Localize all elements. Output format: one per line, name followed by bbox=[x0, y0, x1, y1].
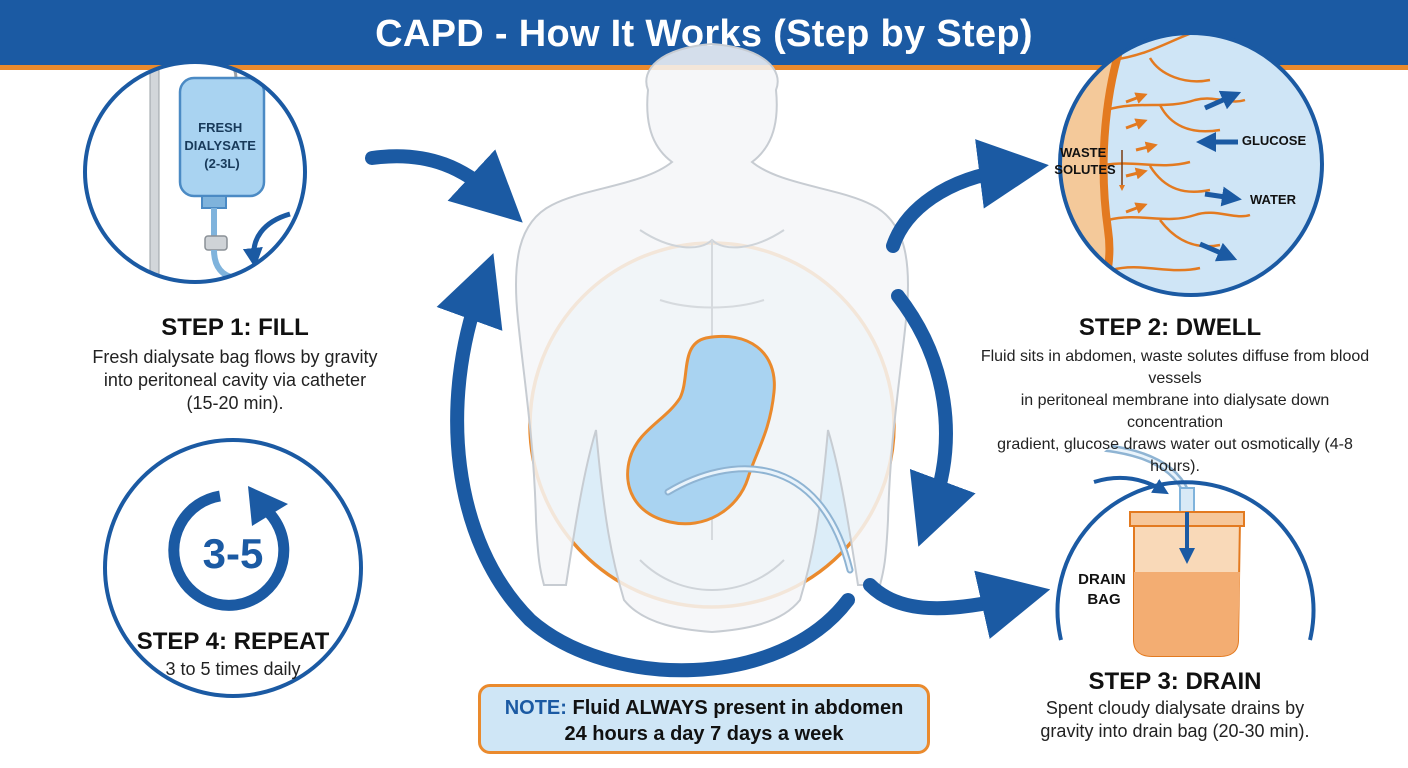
repeat-cycle-icon bbox=[168, 490, 290, 611]
drain-bag-label-2: BAG bbox=[1087, 591, 1120, 608]
step1-desc-line-2: into peritoneal cavity via catheter bbox=[103, 370, 367, 390]
step2-title: STEP 2: DWELL bbox=[1078, 314, 1262, 341]
arrow-body-to-dwell bbox=[886, 139, 1049, 253]
osmosis-arrows bbox=[1196, 90, 1242, 262]
step2-desc-line-1: Fluid sits in abdomen, waste solutes dif… bbox=[980, 348, 1370, 387]
step2-illustration: WASTE SOLUTES GLUCOSE WATER bbox=[1054, 31, 1324, 297]
drain-bag-label-1: DRAIN bbox=[1078, 571, 1126, 588]
step2-desc-line-2: in peritoneal membrane into dialysate do… bbox=[1020, 392, 1330, 431]
arrow-fill-to-body bbox=[365, 149, 523, 223]
arrow-dwell-to-drain bbox=[891, 289, 976, 547]
water-label: WATER bbox=[1250, 192, 1297, 207]
glucose-label: GLUCOSE bbox=[1242, 133, 1307, 148]
step4-title: STEP 4: REPEAT bbox=[136, 628, 330, 655]
cycle-arrows bbox=[365, 139, 1051, 678]
step1-title: STEP 1: FILL bbox=[161, 314, 309, 341]
step3-desc-line-2: gravity into drain bag (20-30 min). bbox=[1040, 721, 1310, 741]
note-box: NOTE: Fluid ALWAYS present in abdomen 24… bbox=[478, 684, 930, 754]
svg-text:DRAIN BAG: DRAIN BAG bbox=[1078, 571, 1130, 608]
note-label: NOTE: bbox=[504, 697, 567, 719]
step4-description: 3 to 5 times daily bbox=[165, 659, 301, 679]
step3-description: Spent cloudy dialysate drains by gravity… bbox=[1015, 697, 1335, 743]
waste-solutes-label-1: WASTE bbox=[1060, 145, 1107, 160]
note-line-2: 24 hours a day 7 days a week bbox=[564, 723, 844, 745]
drain-bag bbox=[1134, 572, 1240, 656]
torso-illustration bbox=[515, 42, 909, 634]
note-line-1: NOTE: Fluid ALWAYS present in abdomen bbox=[481, 695, 927, 721]
peritoneal-fluid bbox=[626, 335, 776, 526]
step1-desc-line-1: Fresh dialysate bag flows by gravity bbox=[92, 347, 378, 367]
waste-diffusion-arrows bbox=[1125, 92, 1158, 214]
step1-description: Fresh dialysate bag flows by gravity int… bbox=[60, 346, 410, 415]
step3-desc-line-1: Spent cloudy dialysate drains by bbox=[1045, 698, 1305, 718]
step4-illustration: 3-5 bbox=[103, 438, 363, 698]
fresh-bag-label-2: DIALYSATE bbox=[184, 138, 256, 153]
waste-solutes-label-2: SOLUTES bbox=[1054, 162, 1116, 177]
step1-illustration: FRESH DIALYSATE (2-3L) bbox=[83, 60, 307, 284]
fresh-bag-label-3: (2-3L) bbox=[204, 156, 239, 171]
arrow-body-to-drain bbox=[863, 570, 1051, 639]
step3-illustration: DRAIN BAG bbox=[1055, 422, 1316, 678]
step1-desc-line-3: (15-20 min). bbox=[186, 393, 284, 413]
svg-text:WASTE SOLUTES: WASTE SOLUTES bbox=[1054, 145, 1116, 177]
fresh-bag-label-1: FRESH bbox=[198, 120, 242, 135]
note-text-1: Fluid ALWAYS present in abdomen bbox=[572, 697, 904, 719]
cycle-count-text: 3-5 bbox=[203, 530, 264, 577]
svg-text:FRESH DIALYSATE (2: FRESH DIALYSATE (2-3L) bbox=[184, 120, 259, 171]
fresh-dialysate-bag bbox=[178, 76, 266, 198]
step2-desc-line-3: gradient, glucose draws water out osmoti… bbox=[997, 436, 1353, 475]
arrow-repeat-cycle bbox=[436, 253, 855, 678]
step2-description: Fluid sits in abdomen, waste solutes dif… bbox=[975, 346, 1375, 478]
step3-title: STEP 3: DRAIN bbox=[1088, 668, 1262, 695]
